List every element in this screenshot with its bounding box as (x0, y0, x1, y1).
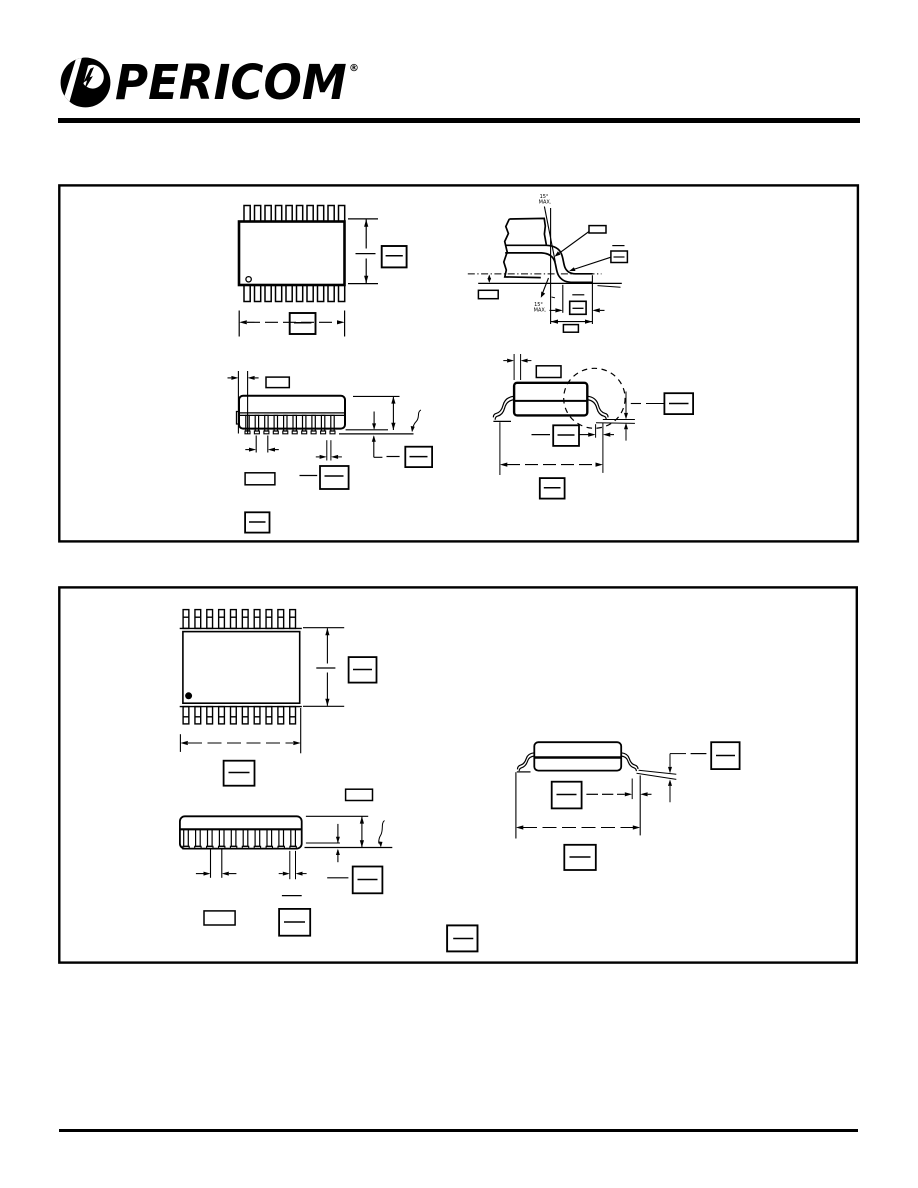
package-body (182, 630, 301, 704)
dimension-callout (663, 392, 695, 416)
package-body (237, 220, 346, 287)
dimension-callout (610, 250, 629, 264)
figure-2-package-drawing (58, 586, 858, 964)
dimension-callout (535, 365, 562, 379)
dimension-body-width (348, 218, 408, 285)
detail-zoom-circle (563, 367, 626, 429)
brand-wordmark: PERICOM (115, 55, 347, 111)
pericom-lightning-circle-icon (60, 57, 111, 108)
dimension-callout (278, 908, 312, 937)
qsop-side-view (227, 371, 433, 534)
package-body (512, 381, 589, 417)
dimension-callout (588, 224, 607, 234)
package-body (238, 394, 346, 430)
tssop-top-view (179, 608, 378, 787)
note-callout (446, 924, 479, 953)
dimension-callout (477, 289, 499, 300)
pin1-indicator (185, 692, 193, 700)
dimension-callout (344, 788, 374, 802)
angle-label-bottom-max: MAX. (534, 307, 547, 313)
figure-1-border (58, 184, 860, 543)
dimension-callout (222, 759, 256, 787)
dimension-callout (446, 924, 479, 953)
tssop-end-view (515, 741, 741, 871)
qsop-end-view (492, 354, 695, 500)
pin1-indicator (245, 275, 252, 283)
angle-label-bottom: 15° (534, 302, 543, 308)
dimension-callout (562, 323, 580, 333)
dimension-callout (244, 472, 276, 486)
dimension-callout (380, 245, 408, 269)
qsop-top-view (237, 204, 408, 337)
package-body (178, 815, 303, 850)
dimension-body-length (238, 310, 346, 337)
dimension-callout (244, 511, 271, 534)
callout-leader (569, 245, 629, 271)
dimension-callout (347, 656, 378, 684)
dimension-callout (710, 741, 741, 771)
qsop-lead-detail: 15° MAX. 15° MAX. (467, 194, 629, 333)
figure-2-border (58, 586, 858, 964)
dimension-callout (288, 312, 317, 335)
dimension-callout (563, 843, 597, 871)
header-rule (58, 117, 860, 124)
registered-trademark-symbol: ® (349, 63, 359, 74)
dimension-callout (538, 477, 566, 500)
figure-1-package-drawing: 15° MAX. 15° MAX. (58, 184, 860, 543)
dimension-callout (404, 445, 433, 469)
angle-label-top-max: MAX. (539, 199, 552, 205)
callout-leader (554, 224, 607, 257)
tssop-side-view (178, 788, 393, 937)
dimension-callout (550, 780, 583, 810)
dimension-callout (568, 300, 587, 316)
footer-rule (59, 1128, 858, 1132)
angle-label-top: 15° (540, 194, 549, 200)
dimension-callout (351, 865, 384, 895)
dimension-callout (203, 910, 236, 926)
dimension-callout (265, 376, 291, 389)
page-header: PERICOM ® (0, 0, 918, 130)
dimension-callout (552, 424, 580, 447)
dimension-callout (319, 465, 350, 490)
